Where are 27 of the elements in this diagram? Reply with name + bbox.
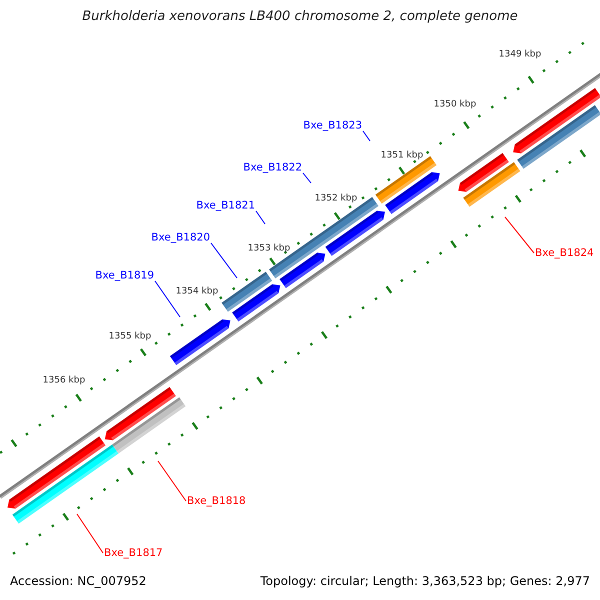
tick-label: 1351 kbp bbox=[380, 152, 424, 160]
leader-line bbox=[76, 514, 104, 554]
gene-label: Bxe_B1822 bbox=[242, 162, 303, 173]
tick-label: 1354 kbp bbox=[176, 288, 218, 296]
leader-line bbox=[154, 280, 180, 318]
leader-line bbox=[302, 172, 312, 184]
gene-label: Bxe_B1823 bbox=[302, 120, 363, 131]
tick-label: 1352 kbp bbox=[314, 194, 358, 204]
title: Burkholderia xenovorans LB400 chromosome 2, complete genome bbox=[81, 10, 519, 23]
gene-label: Bxe_B1824 bbox=[534, 248, 595, 258]
gene-label: Bxe_B1820 bbox=[150, 232, 211, 243]
footer-text: Topology: circular; Length: 3,363,523 bp; Genes: 2,977 bbox=[260, 575, 590, 587]
leader-line bbox=[158, 460, 186, 502]
tick-label: 1356 kbp bbox=[42, 376, 86, 386]
leader-line bbox=[362, 130, 370, 142]
leader-line bbox=[504, 216, 534, 254]
gene-label: Bxe_B1819 bbox=[94, 270, 155, 281]
leader-line bbox=[256, 210, 266, 224]
tick-label: 1355 kbp bbox=[108, 332, 152, 342]
leader-line bbox=[210, 242, 238, 278]
footer-text: Accession: NC_007952 bbox=[10, 575, 146, 587]
tick-label: 1349 kbp bbox=[498, 50, 542, 60]
tick-label: 1353 kbp bbox=[248, 244, 290, 254]
gene-label: Bxe_B1821 bbox=[195, 200, 256, 211]
gene-label: Bxe_B1818 bbox=[186, 496, 247, 506]
gene-label: Bxe_B1817 bbox=[103, 548, 164, 558]
tick-label: 1350 kbp bbox=[434, 100, 476, 110]
